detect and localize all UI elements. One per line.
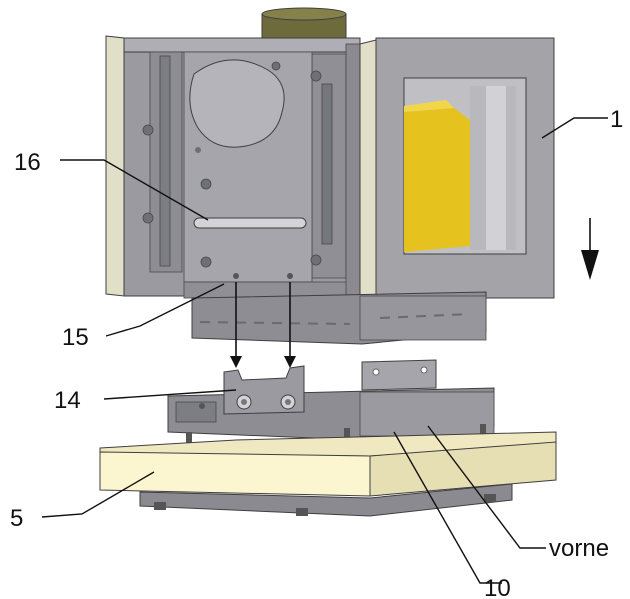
label-bracket-top: 16: [14, 149, 41, 176]
leader-lines: [41, 117, 608, 584]
base-block: [99, 431, 557, 517]
label-rail-frame: 10: [484, 575, 511, 599]
label-bottom-plate: 15: [62, 324, 89, 351]
stove-body: [105, 35, 363, 299]
rail-frame: [167, 359, 495, 446]
mount-bracket: [223, 365, 305, 415]
insertion-arrows: [230, 282, 296, 368]
stove-door: [359, 37, 555, 299]
label-door: 1: [610, 106, 623, 133]
label-base-block: 5: [10, 505, 23, 532]
label-front: vorne: [549, 535, 609, 562]
lower-housing: [191, 291, 487, 345]
label-mount-bracket: 14: [54, 387, 81, 414]
direction-arrow-icon: [581, 218, 599, 280]
